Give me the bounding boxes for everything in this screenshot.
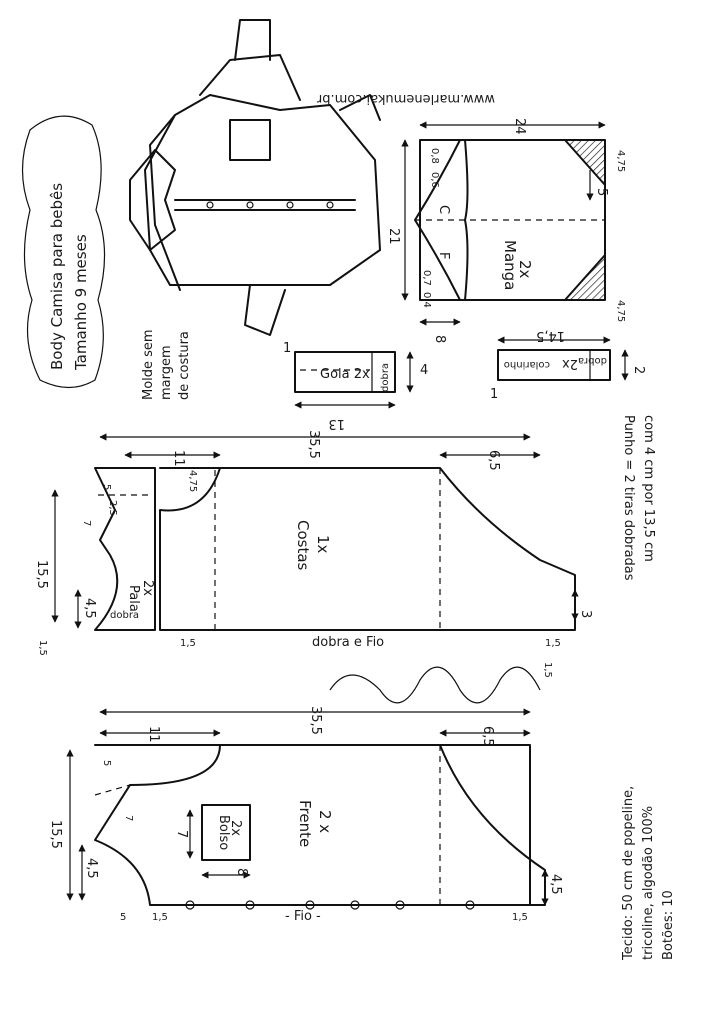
pala-piece: Pala 2x dobra 15,5 4,5 1,5 5 7 2,5 bbox=[34, 467, 156, 656]
frente-bottom-right: 1,5 bbox=[512, 912, 528, 923]
frente-hem: 4,5 bbox=[548, 874, 563, 895]
colarinho-count: 2x bbox=[562, 356, 578, 371]
mold-note-line3: de costura bbox=[177, 331, 192, 400]
colarinho-height: 2 bbox=[631, 366, 646, 374]
mold-note: Molde sem margem de costura bbox=[141, 329, 192, 400]
costas-neck-depth: 4,75 bbox=[187, 470, 198, 492]
mold-note-line1: Molde sem bbox=[141, 329, 156, 400]
bolso-label: Bolso bbox=[216, 815, 231, 850]
pala-left: 1,5 bbox=[37, 640, 48, 656]
costas-count: 1x bbox=[314, 535, 332, 554]
costas-armhole: 6,5 bbox=[486, 450, 501, 471]
manga-label: Manga bbox=[501, 240, 519, 290]
costas-hem: 3 bbox=[578, 610, 593, 618]
manga-cap-height: 5 bbox=[594, 188, 609, 196]
costas-label: Costas bbox=[294, 520, 312, 571]
gola-fold: dobra bbox=[380, 363, 391, 392]
gola-width: 13 bbox=[328, 416, 345, 431]
frente-armhole: 6,5 bbox=[480, 726, 495, 747]
colarinho-width: 14,5 bbox=[536, 328, 565, 343]
manga-hem: 8 bbox=[432, 335, 447, 343]
frente-side-bottom: 4,5 bbox=[84, 858, 99, 879]
frente-count: 2 x bbox=[316, 810, 334, 833]
signature: Marlene Mukai bbox=[329, 666, 541, 715]
gola-label: Gola 2x bbox=[320, 367, 370, 382]
bolso-width: 8 bbox=[234, 868, 249, 876]
frente-bottom-mid: 1,5 bbox=[152, 912, 168, 923]
title-block: Body Camisa para bebês Tamanho 9 meses bbox=[21, 115, 106, 389]
gola-tip: 1 bbox=[283, 341, 291, 356]
costas-piece: Costas 1x 35,5 11 4,75 6,5 3 dobra e Fio… bbox=[99, 430, 593, 678]
pala-total: 15,5 bbox=[34, 560, 49, 589]
website-text: www.marlenemukai.com.br bbox=[316, 91, 495, 106]
manga-piece: Manga 2x F C 24 21 8 5 4,75 4,75 0,8 0,6… bbox=[386, 118, 626, 343]
manga-front: F bbox=[436, 252, 451, 259]
manga-small-top-1: 0,8 bbox=[429, 148, 440, 164]
tecido-line2: tricoline, algodão 100% bbox=[641, 806, 656, 960]
signature-text: Marlene Mukai bbox=[400, 704, 473, 715]
colarinho-label: colarinho bbox=[504, 359, 550, 370]
frente-bottom-left: 5 bbox=[120, 912, 126, 923]
manga-back: C bbox=[436, 205, 451, 214]
tecido-line3: Botões: 10 bbox=[661, 890, 676, 960]
bolso-piece: Bolso 2x 7 8 bbox=[174, 804, 251, 879]
manga-height: 21 bbox=[386, 228, 401, 245]
punho-line1: Punho = 2 tiras dobradas bbox=[621, 415, 636, 581]
frente-shoulder: 5 bbox=[101, 760, 112, 766]
frente-neck: 11 bbox=[146, 726, 161, 743]
punho-line2: com 4 cm por 13,5 cm bbox=[641, 415, 656, 562]
frente-piece: Frente 2 x 35,5 11 6,5 15,5 4,5 5 7 5 1,… bbox=[48, 706, 563, 924]
colarinho-tip: 1 bbox=[490, 387, 498, 402]
pala-count: 2x bbox=[140, 580, 155, 596]
frente-length: 35,5 bbox=[308, 706, 323, 735]
colarinho-piece: colarinho 2x dobra 14,5 2 1 bbox=[490, 328, 646, 402]
frente-side-total: 15,5 bbox=[48, 820, 63, 849]
frente-seam: 7 bbox=[123, 815, 134, 821]
gola-height: 4 bbox=[420, 363, 428, 378]
pala-top-small: 5 bbox=[101, 484, 112, 490]
shirt-sketch bbox=[129, 19, 381, 336]
manga-count: 2x bbox=[516, 260, 534, 279]
costas-neck: 11 bbox=[171, 450, 186, 467]
title-line1: Body Camisa para bebês bbox=[48, 183, 66, 370]
costas-bottom-right: 1,5 bbox=[545, 638, 561, 649]
manga-bottom-right: 4,75 bbox=[615, 300, 626, 322]
frente-grain: - Fio - bbox=[285, 909, 321, 924]
manga-small-bot-2: 0,4 bbox=[421, 292, 432, 308]
frente-label: Frente bbox=[296, 800, 314, 847]
tecido-note: Tecido: 50 cm de popeline, tricoline, al… bbox=[621, 786, 676, 961]
tecido-line1: Tecido: 50 cm de popeline, bbox=[621, 786, 636, 961]
mold-note-line2: margem bbox=[159, 345, 174, 400]
pala-fold: dobra bbox=[110, 610, 139, 621]
pala-bottom: 4,5 bbox=[82, 598, 97, 619]
punho-note: Punho = 2 tiras dobradas com 4 cm por 13… bbox=[621, 415, 656, 581]
bolso-count: 2x bbox=[228, 820, 243, 836]
manga-width: 24 bbox=[512, 118, 527, 135]
pala-top-fold: 2,5 bbox=[107, 500, 118, 516]
pala-label: Pala bbox=[126, 585, 141, 612]
costas-side-small: 1,5 bbox=[542, 662, 553, 678]
pala-seam: 7 bbox=[81, 520, 92, 526]
costas-bottom-left: 1,5 bbox=[180, 638, 196, 649]
bolso-height: 7 bbox=[174, 830, 189, 838]
manga-top-right: 4,75 bbox=[615, 150, 626, 172]
manga-small-top-2: 0,6 bbox=[429, 172, 440, 188]
costas-length: 35,5 bbox=[306, 430, 321, 459]
colarinho-fold: dobra bbox=[578, 355, 607, 366]
gola-piece: Gola 2x dobra 13 4 1 bbox=[283, 341, 428, 431]
title-line2: Tamanho 9 meses bbox=[72, 234, 90, 371]
manga-small-bot-1: 0,7 bbox=[421, 270, 432, 286]
costas-bottom-fold: dobra e Fio bbox=[312, 635, 384, 650]
